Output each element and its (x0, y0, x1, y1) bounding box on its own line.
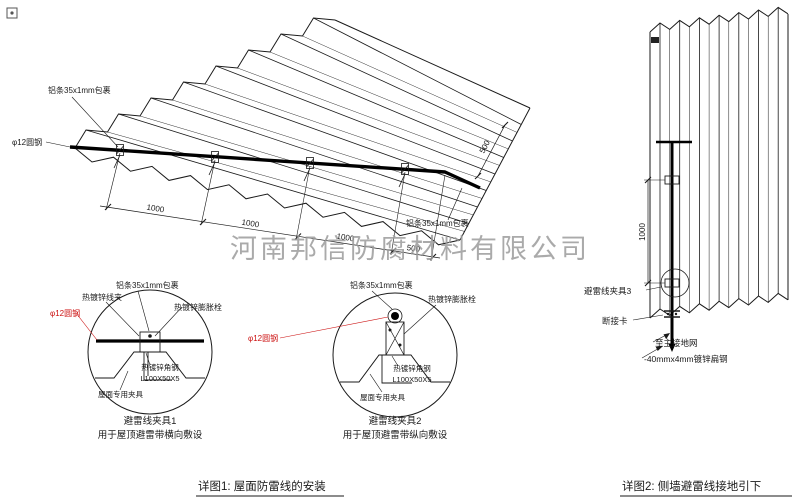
roof-dim-1000-a: 1000 (146, 203, 166, 215)
leader-round-steel (45, 141, 71, 148)
detail-clamp-1 (75, 289, 213, 415)
detail-clamp-2 (279, 290, 458, 418)
down-lead-arrowhead (668, 344, 676, 352)
detail2-strip-wrap (387, 308, 403, 324)
leader-to-ground-arrowhead (663, 333, 670, 340)
detail1-clamp-body (139, 331, 161, 353)
detail2-angle-label-2: L100X50X5 (392, 375, 431, 384)
disconnect-joint-plates (664, 310, 680, 318)
wall-dim-1000: 1000 (638, 223, 647, 241)
disconnect-bolt-dot (666, 312, 670, 316)
wall-clamp3-label: 避雷线夹具3 (584, 286, 632, 296)
detail2-bolt-dot (388, 328, 392, 332)
roof-view (45, 17, 531, 262)
dim-ticks (104, 203, 437, 261)
detail2-title: 避雷线夹具2 (369, 415, 422, 427)
leader-disconnect (632, 314, 664, 321)
roof-strip-right-label: 铝条35x1mm包裹 (406, 218, 469, 228)
leader-strip-left (71, 96, 119, 148)
detail1-leader-round-steel (75, 312, 98, 341)
dim-edge-500-ticks (474, 121, 509, 180)
corner-glyph-box (6, 7, 18, 19)
wall-view (632, 6, 789, 359)
leader-clamp3 (645, 286, 662, 291)
wall-flat-steel-label: -40mmx4mm镀锌扁钢 (644, 354, 728, 364)
wall-dim-extensions (644, 179, 665, 284)
detail2-caption: 详图2: 侧墙避雷线接地引下 (622, 479, 761, 493)
detail2-angle-steel (381, 355, 412, 384)
roof-ribs (85, 17, 522, 241)
lightning-wire (69, 145, 481, 190)
roof-edge-front-profile (74, 147, 461, 246)
corner-glyph-dot (10, 11, 14, 15)
wall-disconnect-label: 断接卡 (602, 316, 628, 326)
detail2-bolt-label: 热镀锌膨胀栓 (428, 294, 476, 304)
dim-chain-line (99, 205, 441, 259)
company-watermark: 河南邦信防腐材料有限公司 (230, 234, 590, 264)
detail2-leaders (369, 290, 437, 393)
wall-to-ground-label: 至主接地网 (655, 338, 698, 348)
detail2-clamp-brace (385, 321, 405, 356)
detail2-angle-label-1: 热镀锌角钢 (393, 363, 431, 373)
detail1-angle-label-2: L100X50X5 (140, 374, 179, 383)
detail2-bolt-dot (398, 343, 402, 347)
roof-round-steel-label: φ12圆钢 (12, 137, 42, 147)
detail2-wire-section (391, 312, 399, 320)
detail1-strip-label: 铝条35x1mm包裹 (116, 280, 179, 290)
detail1-round-steel-label: φ12圆钢 (50, 308, 80, 318)
roof-dimension-chain (99, 121, 509, 262)
disconnect-bolt-dot (674, 312, 678, 316)
detail1-caption: 详图1: 屋面防雷线的安装 (198, 479, 326, 493)
leader-flat-steel-arrowhead (655, 346, 663, 351)
wall-rib-lines (659, 7, 779, 309)
detail1-bolt-label: 热镀锌膨胀栓 (174, 302, 222, 312)
detail1-leaders (105, 290, 183, 391)
roof-edge-left-profile (74, 17, 336, 149)
detail2-strip-label: 铝条35x1mm包裹 (350, 280, 413, 290)
dim-extension-lines (105, 152, 446, 262)
detail1-title: 避雷线夹具1 (124, 415, 177, 427)
roof-strip-left-label: 铝条35x1mm包裹 (48, 85, 111, 95)
detail2-clamp-body (385, 321, 405, 356)
detail2-leader-round-steel (279, 316, 389, 339)
leader-strip-right (447, 187, 463, 221)
detail1-angle-label-1: 热镀锌角钢 (141, 362, 179, 372)
detail1-subtitle: 用于屋顶避雷带横向敷设 (98, 429, 203, 441)
detail2-subtitle: 用于屋顶避雷带纵向敷设 (343, 429, 448, 441)
wall-side-edges (649, 14, 789, 318)
detail1-bolt-dot (148, 334, 152, 338)
wall-rib-valleys (669, 16, 769, 316)
roof-dim-500-edge: 500 (478, 138, 492, 154)
roof-edge-back (334, 19, 531, 109)
small-corner-glyph (6, 7, 18, 19)
detail1-wire-clip-label: 热镀锌线夹 (82, 292, 122, 302)
detail2-circle (332, 292, 458, 418)
roof-dim-1000-c: 1000 (336, 232, 356, 244)
detail1-roof-clamp-label: 屋面专用夹具 (98, 389, 143, 399)
detail2-roof-clamp-label: 屋面专用夹具 (360, 392, 405, 402)
detail2-round-steel-label: φ12圆钢 (248, 333, 278, 343)
wall-dimension (644, 176, 665, 287)
wall-wire-marker (651, 37, 659, 43)
wall-dim-ticks (644, 176, 652, 287)
detail1-angle-steel (143, 352, 172, 381)
dim-edge-500-line (477, 124, 506, 177)
roof-dim-500-end: 500 (406, 243, 421, 254)
detail1-circle (87, 289, 213, 415)
roof-dim-1000-b: 1000 (241, 218, 261, 230)
